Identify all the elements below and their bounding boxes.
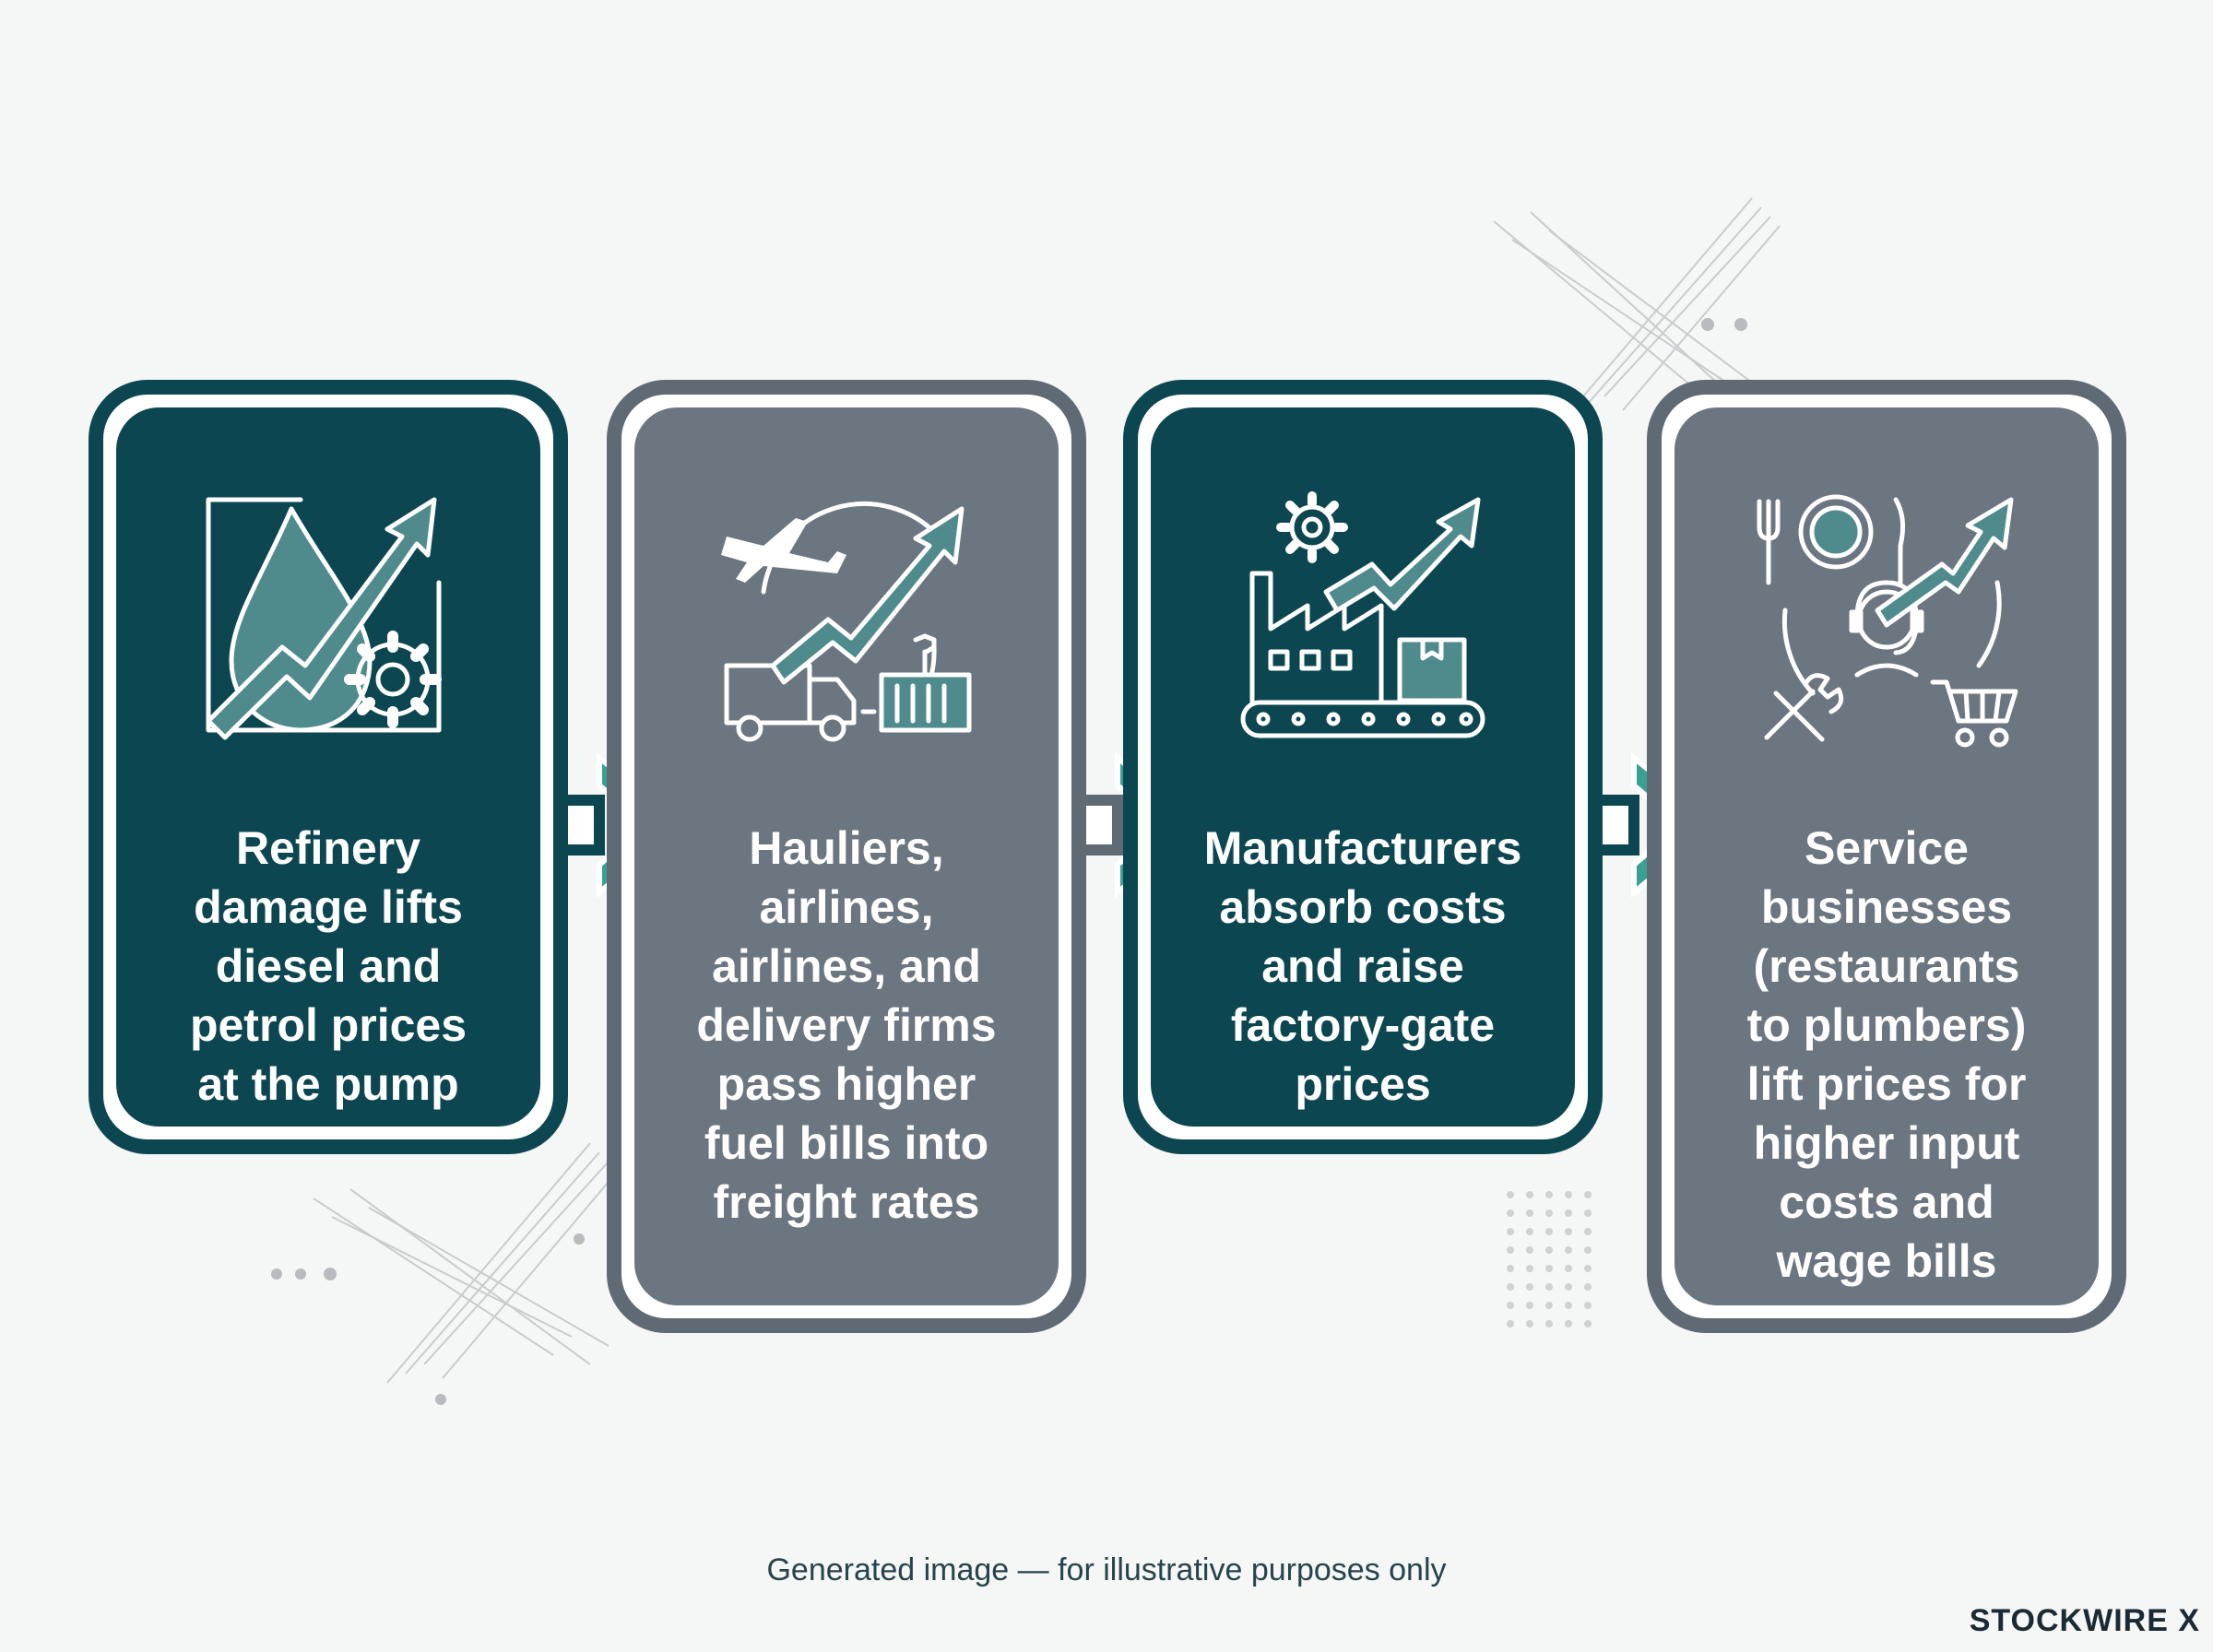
grid-dot (1565, 1191, 1572, 1198)
grid-dot (1526, 1210, 1533, 1217)
grid-dot (1545, 1210, 1553, 1217)
grid-dot (1507, 1302, 1514, 1309)
grid-dot (1565, 1302, 1572, 1309)
grid-dot (1507, 1283, 1514, 1291)
grid-dot (1584, 1302, 1592, 1309)
step-1-text: Refinery damage lifts diesel and petrol … (189, 822, 467, 1110)
crosshatch-lines-bottom (313, 1142, 619, 1384)
step-4-text: Service businesses (restaurants to plumb… (1746, 822, 2027, 1287)
grid-dot (1545, 1320, 1553, 1328)
grid-dot (1584, 1191, 1592, 1198)
grid-dot (1507, 1246, 1514, 1254)
grid-dot (1584, 1320, 1592, 1328)
step-3-text: Manufacturers absorb costs and raise fac… (1203, 822, 1522, 1110)
step-card-4-panel: Service businesses (restaurants to plumb… (1675, 407, 2099, 1305)
grid-dot (1545, 1246, 1553, 1254)
dot-grid (1507, 1191, 1592, 1328)
step-card-1-panel: Refinery damage lifts diesel and petrol … (116, 407, 540, 1127)
grid-dot (1545, 1302, 1553, 1309)
transport-freight-rising-arrow-icon (721, 502, 972, 742)
grid-dot (1584, 1228, 1592, 1235)
grid-dot (1584, 1246, 1592, 1254)
grid-dot (1526, 1191, 1533, 1198)
grid-dot (1526, 1320, 1533, 1328)
step-card-2-panel: Hauliers, airlines, airlines, and delive… (634, 407, 1059, 1305)
grid-dot (1507, 1228, 1514, 1235)
brand-logo: STOCKWIRE X (1969, 1603, 2200, 1638)
grid-dot (1565, 1246, 1572, 1254)
caption: Generated image — for illustrative purpo… (766, 1552, 1447, 1587)
grid-dot (1565, 1265, 1572, 1272)
dot-pattern (271, 318, 1747, 1405)
step-card-3: Manufacturers absorb costs and raise fac… (1123, 380, 1603, 1154)
grid-dot (1584, 1210, 1592, 1217)
grid-dot (1526, 1246, 1533, 1254)
grid-dot (1507, 1265, 1514, 1272)
grid-dot (1526, 1302, 1533, 1309)
factory-rising-arrow-icon (1240, 491, 1485, 738)
grid-dot (1507, 1210, 1514, 1217)
grid-dot (1526, 1228, 1533, 1235)
services-rising-arrow-icon (1757, 494, 2018, 748)
step-card-3-panel: Manufacturers absorb costs and raise fac… (1151, 407, 1575, 1127)
crosshatch-lines-top (1493, 197, 1781, 416)
grid-dot (1584, 1265, 1592, 1272)
grid-dot (1584, 1283, 1592, 1291)
grid-dot (1565, 1320, 1572, 1328)
grid-dot (1545, 1228, 1553, 1235)
step-2-text: Hauliers, airlines, airlines, and delive… (696, 822, 997, 1228)
grid-dot (1545, 1283, 1553, 1291)
grid-dot (1565, 1283, 1572, 1291)
grid-dot (1526, 1283, 1533, 1291)
grid-dot (1545, 1265, 1553, 1272)
step-card-4: Service businesses (restaurants to plumb… (1647, 380, 2126, 1333)
fuel-drop-rising-arrow-icon (206, 497, 442, 740)
grid-dot (1545, 1191, 1553, 1198)
grid-dot (1526, 1265, 1533, 1272)
grid-dot (1565, 1210, 1572, 1217)
grid-dot (1507, 1191, 1514, 1198)
grid-dot (1565, 1228, 1572, 1235)
step-card-2: Hauliers, airlines, airlines, and delive… (607, 380, 1086, 1333)
grid-dot (1507, 1320, 1514, 1328)
step-card-1: Refinery damage lifts diesel and petrol … (89, 380, 568, 1154)
